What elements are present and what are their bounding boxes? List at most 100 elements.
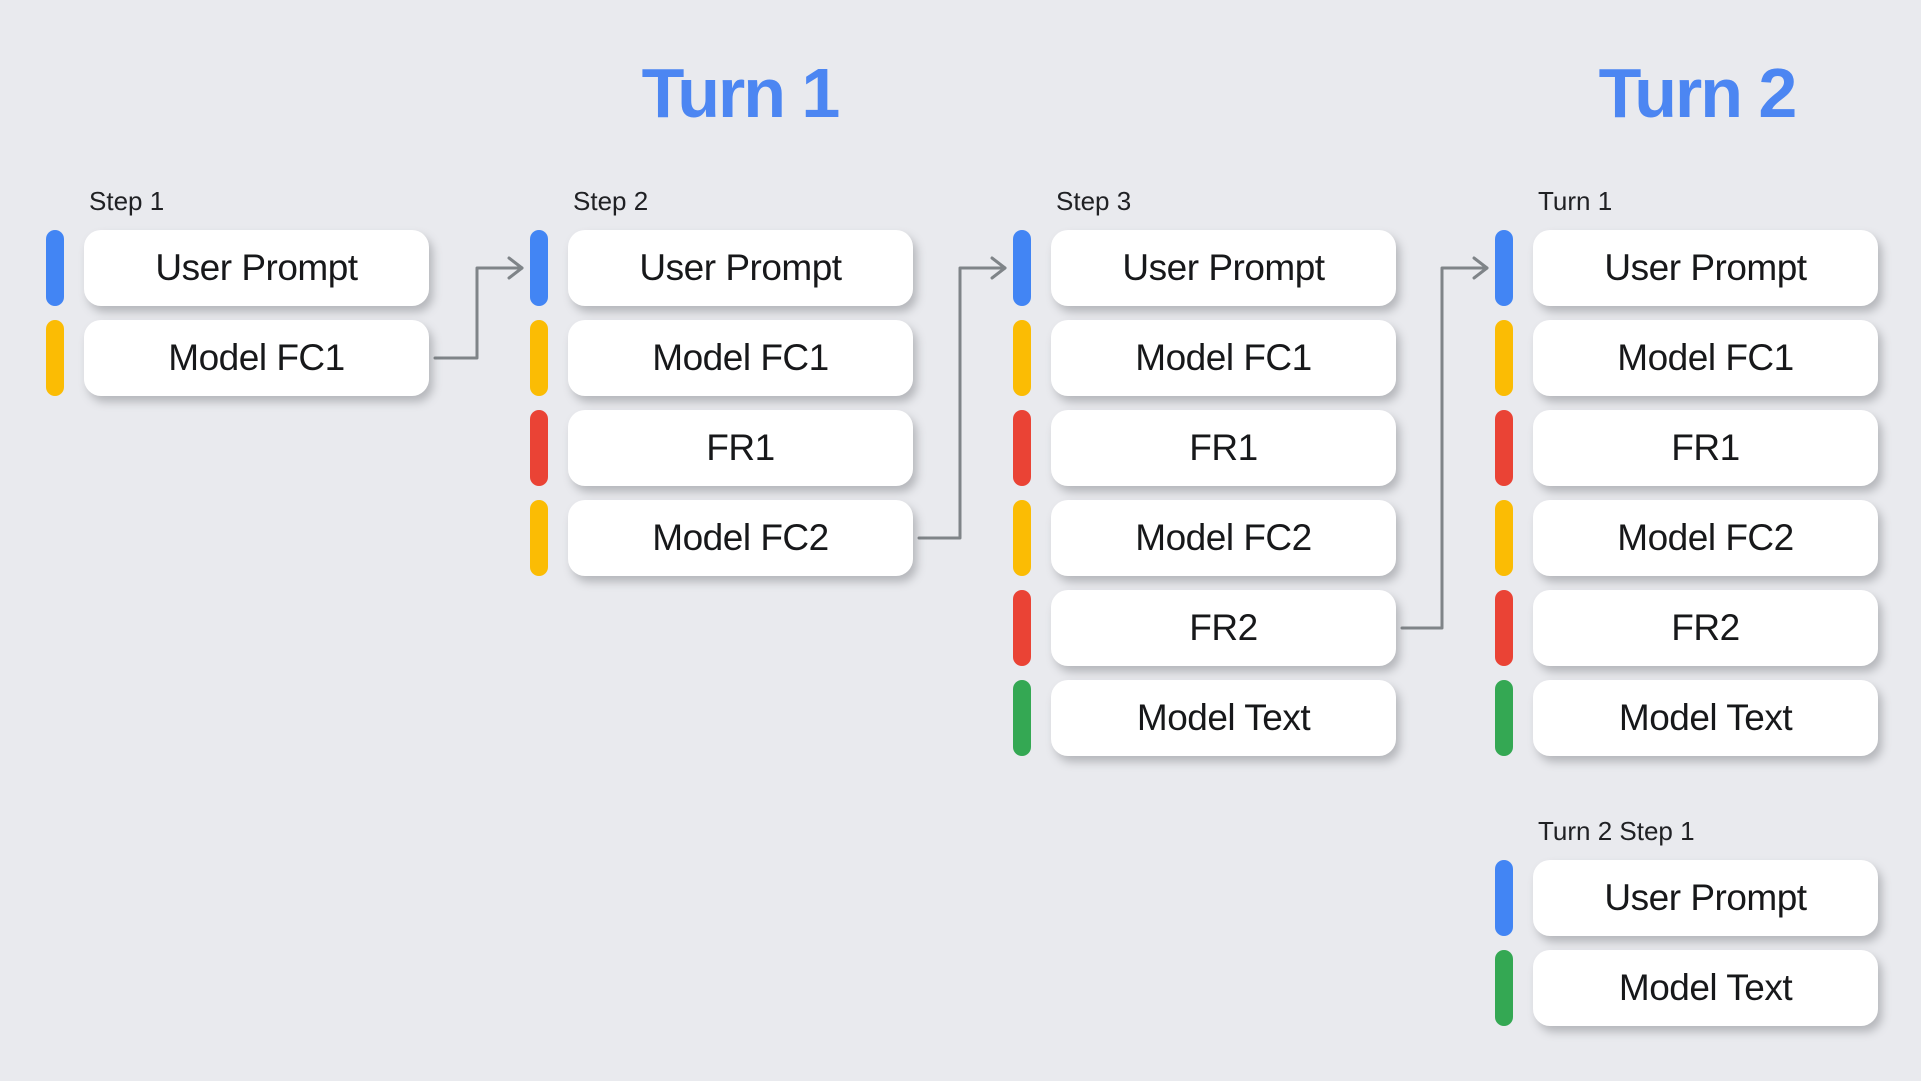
red-role-bar <box>1495 410 1513 486</box>
row-user-prompt: User Prompt <box>46 230 429 306</box>
card-label: FR1 <box>1189 427 1258 468</box>
card-fr1: FR1 <box>1051 410 1396 486</box>
row-model-fc2: Model FC2 <box>530 500 913 576</box>
card-label: Model FC1 <box>168 337 345 378</box>
row-model-text: Model Text <box>1495 950 1878 1026</box>
yellow-role-bar <box>1013 500 1031 576</box>
blue-role-bar <box>530 230 548 306</box>
card-label: FR2 <box>1671 607 1740 648</box>
flow-arrow <box>433 256 524 360</box>
yellow-role-bar <box>530 500 548 576</box>
blue-role-bar <box>1013 230 1031 306</box>
row-model-fc1: Model FC1 <box>1013 320 1396 396</box>
card-model-fc1: Model FC1 <box>568 320 913 396</box>
row-fr1: FR1 <box>1013 410 1396 486</box>
row-model-text: Model Text <box>1013 680 1396 756</box>
card-model-fc1: Model FC1 <box>1533 320 1878 396</box>
blue-role-bar <box>46 230 64 306</box>
row-fr2: FR2 <box>1013 590 1396 666</box>
row-user-prompt: User Prompt <box>1495 230 1878 306</box>
card-user-prompt: User Prompt <box>1533 230 1878 306</box>
red-role-bar <box>1495 590 1513 666</box>
card-model-fc1: Model FC1 <box>84 320 429 396</box>
column-label: Turn 1 <box>1538 186 1613 216</box>
card-label: FR1 <box>706 427 775 468</box>
row-model-fc2: Model FC2 <box>1495 500 1878 576</box>
card-label: FR1 <box>1671 427 1740 468</box>
card-label: Model FC1 <box>652 337 829 378</box>
red-role-bar <box>1013 410 1031 486</box>
card-model-fc2: Model FC2 <box>1051 500 1396 576</box>
row-model-fc2: Model FC2 <box>1013 500 1396 576</box>
column-label: Step 1 <box>89 186 165 216</box>
card-label: Model FC2 <box>1135 517 1312 558</box>
card-model-text: Model Text <box>1533 680 1878 756</box>
yellow-role-bar <box>1495 500 1513 576</box>
red-role-bar <box>530 410 548 486</box>
green-role-bar <box>1495 680 1513 756</box>
row-fr1: FR1 <box>1495 410 1878 486</box>
card-model-fc2: Model FC2 <box>1533 500 1878 576</box>
yellow-role-bar <box>1495 320 1513 396</box>
card-fr2: FR2 <box>1533 590 1878 666</box>
card-model-text: Model Text <box>1051 680 1396 756</box>
row-fr1: FR1 <box>530 410 913 486</box>
card-label: User Prompt <box>1122 247 1325 288</box>
card-label: Model FC1 <box>1617 337 1794 378</box>
card-label: User Prompt <box>1604 247 1807 288</box>
yellow-role-bar <box>46 320 64 396</box>
row-user-prompt: User Prompt <box>1495 860 1878 936</box>
card-label: Model Text <box>1618 697 1793 738</box>
card-user-prompt: User Prompt <box>568 230 913 306</box>
column-label: Turn 2 Step 1 <box>1538 816 1695 846</box>
yellow-role-bar <box>530 320 548 396</box>
row-user-prompt: User Prompt <box>1013 230 1396 306</box>
card-label: Model FC2 <box>1617 517 1794 558</box>
green-role-bar <box>1495 950 1513 1026</box>
flow-arrow <box>917 256 1007 540</box>
turn-1-heading: Turn 1 <box>641 54 841 132</box>
flow-arrow <box>1400 256 1489 630</box>
row-fr2: FR2 <box>1495 590 1878 666</box>
row-model-fc1: Model FC1 <box>530 320 913 396</box>
row-model-fc1: Model FC1 <box>46 320 429 396</box>
card-fr2: FR2 <box>1051 590 1396 666</box>
row-model-fc1: Model FC1 <box>1495 320 1878 396</box>
card-fr1: FR1 <box>568 410 913 486</box>
card-label: FR2 <box>1189 607 1258 648</box>
card-user-prompt: User Prompt <box>1533 860 1878 936</box>
yellow-role-bar <box>1013 320 1031 396</box>
card-model-text: Model Text <box>1533 950 1878 1026</box>
card-user-prompt: User Prompt <box>1051 230 1396 306</box>
green-role-bar <box>1013 680 1031 756</box>
card-label: User Prompt <box>155 247 358 288</box>
card-label: Model Text <box>1136 697 1311 738</box>
card-model-fc1: Model FC1 <box>1051 320 1396 396</box>
card-label: Model FC2 <box>652 517 829 558</box>
turn-2-heading: Turn 2 <box>1598 54 1798 132</box>
card-fr1: FR1 <box>1533 410 1878 486</box>
column-label: Step 3 <box>1056 186 1132 216</box>
blue-role-bar <box>1495 860 1513 936</box>
row-user-prompt: User Prompt <box>530 230 913 306</box>
column-label: Step 2 <box>573 186 649 216</box>
row-model-text: Model Text <box>1495 680 1878 756</box>
card-label: User Prompt <box>1604 877 1807 918</box>
card-label: User Prompt <box>639 247 842 288</box>
card-model-fc2: Model FC2 <box>568 500 913 576</box>
card-user-prompt: User Prompt <box>84 230 429 306</box>
card-label: Model FC1 <box>1135 337 1312 378</box>
card-label: Model Text <box>1618 967 1793 1008</box>
blue-role-bar <box>1495 230 1513 306</box>
